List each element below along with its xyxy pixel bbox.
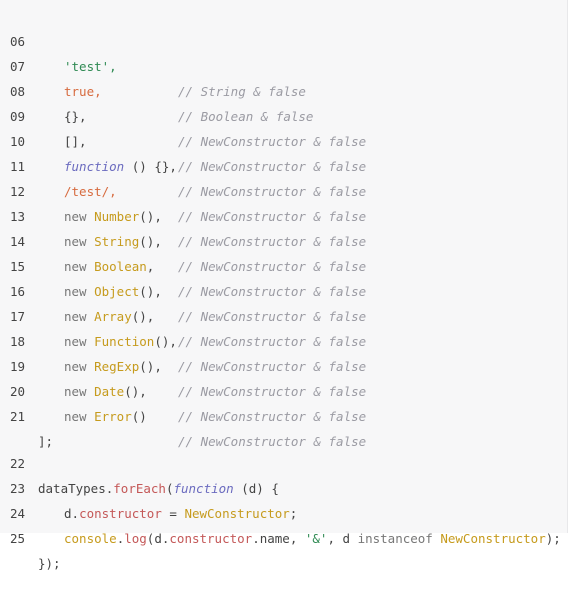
new-keyword: new [64,284,87,299]
line-number: 18 [10,334,26,349]
new-keyword: new [64,384,87,399]
code-line-13: 13 new String(), // NewConstructor & fal… [0,179,568,274]
string-literal: '&' [304,531,328,546]
code-comment: // NewConstructor & false [178,359,367,374]
line-number: 15 [10,259,26,274]
code-line-17: 17 new Function(), // NewConstructor & f… [0,279,568,374]
code-line-10: 10 function () {}, // NewConstructor & f… [0,104,568,199]
constructor-name: NewConstructor [184,506,290,521]
code-text: }); [38,556,61,571]
code-lines: 06 'test', // String & false 07 true, //… [0,4,568,571]
line-number: 21 [10,409,26,424]
new-keyword: new [64,309,87,324]
code-comment: // NewConstructor & false [178,409,367,424]
line-number: 11 [10,159,26,174]
code-line-08: 08 {}, // NewConstructor & false [0,54,568,149]
instanceof-keyword: instanceof [357,531,433,546]
new-keyword: new [64,209,87,224]
code-comment: // NewConstructor & false [178,384,367,399]
line-number: 17 [10,309,26,324]
code-comment: // NewConstructor & false [178,159,367,174]
constructor-name: Object [94,284,140,299]
constructor-name: Date [94,384,125,399]
constructor-name: Boolean [94,259,147,274]
line-number: 20 [10,384,26,399]
code-line-16: 16 new Array(), // NewConstructor & fals… [0,254,568,349]
identifier: console [64,531,117,546]
code-line-09: 09 [], // NewConstructor & false [0,79,568,174]
line-number: 13 [10,209,26,224]
new-keyword: new [64,334,87,349]
identifier: dataTypes [38,481,106,496]
new-keyword: new [64,409,87,424]
code-line-07: 07 true, // Boolean & false [0,29,568,124]
code-line-25: 25 }); [0,501,568,571]
line-number: 10 [10,134,26,149]
line-number: 16 [10,284,26,299]
line-number: 06 [10,34,26,49]
code-line-22: 22 dataTypes.forEach(function (d) { [0,426,568,496]
code-comment: // NewConstructor & false [178,234,367,249]
code-line-12: 12 new Number(), // NewConstructor & fal… [0,154,568,249]
code-line-20: 20 new Error() // NewConstructor & false [0,354,568,449]
code-comment: // NewConstructor & false [178,259,367,274]
code-comment: // Boolean & false [178,109,314,124]
new-keyword: new [64,359,87,374]
line-number: 22 [10,456,26,471]
constructor-name: Array [94,309,132,324]
new-keyword: new [64,259,87,274]
regexp-literal: /test/, [64,184,117,199]
constructor-name: NewConstructor [440,531,546,546]
property-name: constructor [79,506,162,521]
constructor-name: RegExp [94,359,140,374]
line-number: 23 [10,481,26,496]
code-line-15: 15 new Object(), // NewConstructor & fal… [0,229,568,324]
boolean-literal: true, [64,84,102,99]
code-comment: // String & false [178,84,306,99]
new-keyword: new [64,234,87,249]
constructor-name: Error [94,409,132,424]
line-number: 24 [10,506,26,521]
code-comment: // NewConstructor & false [178,134,367,149]
code-comment: // NewConstructor & false [178,309,367,324]
code-comment: // NewConstructor & false [178,209,367,224]
code-line-14: 14 new Boolean, // NewConstructor & fals… [0,204,568,299]
line-number: 19 [10,359,26,374]
code-line-21: 21 ]; [0,379,568,449]
object-literal: {}, [64,109,87,124]
method-name: forEach [113,481,166,496]
line-number: 14 [10,234,26,249]
array-literal: [], [64,134,87,149]
code-line-06: 06 'test', // String & false [0,4,568,99]
string-literal: 'test', [64,59,117,74]
line-number: 09 [10,109,26,124]
code-comment: // NewConstructor & false [178,284,367,299]
code-line-24: 24 console.log(d.constructor.name, '&', … [0,476,568,546]
method-name: log [124,531,147,546]
constructor-name: Function [94,334,155,349]
line-number: 08 [10,84,26,99]
code-line-18: 18 new RegExp(), // NewConstructor & fal… [0,304,568,399]
code-comment: // NewConstructor & false [178,434,367,449]
property-name: constructor [169,531,253,546]
code-line-11: 11 /test/, // NewConstructor & false [0,129,568,224]
line-number: 25 [10,531,26,546]
line-number: 12 [10,184,26,199]
code-line-19: 19 new Date(), // NewConstructor & false [0,329,568,424]
constructor-name: String [94,234,140,249]
code-line-23: 23 d.constructor = NewConstructor; [0,451,568,521]
code-text: ]; [38,434,54,449]
code-block: 06 'test', // String & false 07 true, //… [0,0,568,571]
code-comment: // NewConstructor & false [178,334,367,349]
line-number: 07 [10,59,26,74]
code-comment: // NewConstructor & false [178,184,367,199]
function-keyword: function [64,159,125,174]
function-keyword: function [173,481,234,496]
constructor-name: Number [94,209,140,224]
